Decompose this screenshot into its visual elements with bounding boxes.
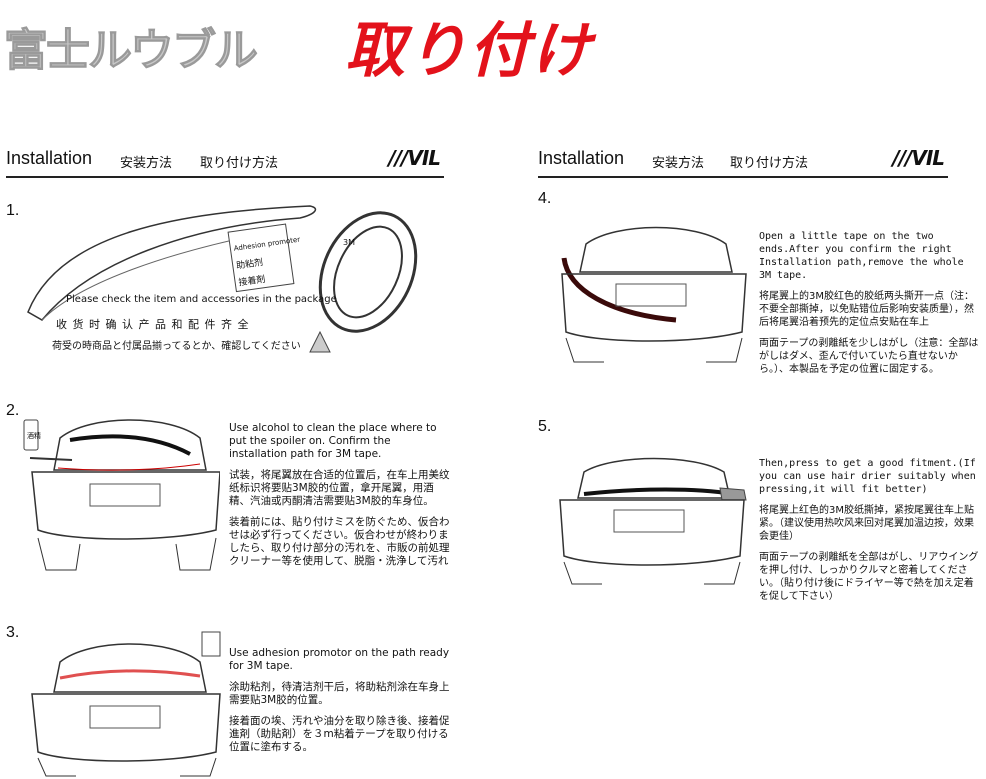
step5-text-cn: 将尾翼上红色的3M胶纸撕掉，紧按尾翼往车上贴紧。（建议使用热吹风来回对尾翼加温边… [759,505,974,542]
step4-text-en: Open a little tape on the two ends.After… [759,231,964,281]
step5-text-jp: 両面テープの剥離紙を全部はがし、リアウイングを押し付け、しっかりクルマと密着して… [759,552,979,602]
step2-text-jp: 装着前には、貼り付けミスを防ぐため、仮合わせは必ず行ってください。仮合わせが終わ… [229,516,450,567]
step3-text-cn: 涂助粘剂，待清洁剂干后，将助粘剂涂在车身上需要贴3M胶的位置。 [229,681,450,706]
vil-logo: ///VIL [388,146,441,170]
step-number: 4. [538,190,552,207]
installation-heading: Installation [6,148,93,168]
step1-check-en: Please check the item and accessories in… [66,294,337,305]
step5-text-en: Then,press to get a good fitment.(If you… [759,458,976,495]
step4-text-jp: 両面テープの剥離紙を少しはがし（注意：全部はがしはダメ、歪んで付いていたら直せな… [759,338,979,375]
step1-check-cn: 收 货 时 确 认 产 品 和 配 件 齐 全 [56,318,250,331]
step2-text-en: Use alcohol to clean the place where to … [229,422,437,460]
car-rear-illustration [559,457,747,585]
step5-text: Then,press to get a good fitment.(If you… [759,457,983,603]
tape-label: 3M [343,238,355,247]
step2-text-cn: 试装，将尾翼放在合适的位置后，在车上用美纹纸标识将要贴3M胶的位置，拿开尾翼，用… [229,469,450,507]
step-number: 3. [6,624,20,641]
adhesion-box-label: Adhesion promoter 助粘剂 接着剤 [233,235,301,289]
step3-text-jp: 接着面の埃、汚れや油分を取り除き後、接着促進剤（助貼剤）を３m粘着テープを取り付… [229,715,450,753]
car-rear-illustration [561,226,747,363]
step3-text-en: Use adhesion promotor on the path ready … [229,647,450,672]
step1-check-jp: 荷受の時商品と付属品揃ってるとか、確認してください [52,341,301,352]
heading-japanese: 取り付け方法 [730,156,809,171]
step-number: 5. [538,418,552,435]
installation-heading: Installation [538,148,625,168]
heading-chinese: 安装方法 [120,156,173,171]
spoiler-package-illustration [27,205,418,353]
car-rear-illustration [23,419,220,571]
step4-text: Open a little tape on the two ends.After… [759,230,981,376]
car-rear-illustration [31,631,221,777]
step-number: 1. [6,202,20,219]
step2-text: Use alcohol to clean the place where to … [229,422,451,576]
step-number: 2. [6,402,20,419]
step3-text: Use adhesion promotor on the path ready … [229,647,451,762]
step4-text-cn: 将尾翼上的3M胶红色的胶纸两头撕开一点（注：不要全部撕掉，以免贴错位后影响安装质… [759,291,974,328]
right-section-header: Installation 安装方法 取り付け方法 ///VIL [538,146,948,178]
heading-japanese: 取り付け方法 [200,156,279,171]
heading-chinese: 安装方法 [652,156,705,171]
page-title: 取り付け [345,16,593,86]
alcohol-bottle-label: 酒精 [27,432,41,440]
left-section-header: Installation 安装方法 取り付け方法 ///VIL [6,146,444,178]
brand-name: 富士ルウブル [4,25,259,77]
vil-logo: ///VIL [892,146,945,170]
